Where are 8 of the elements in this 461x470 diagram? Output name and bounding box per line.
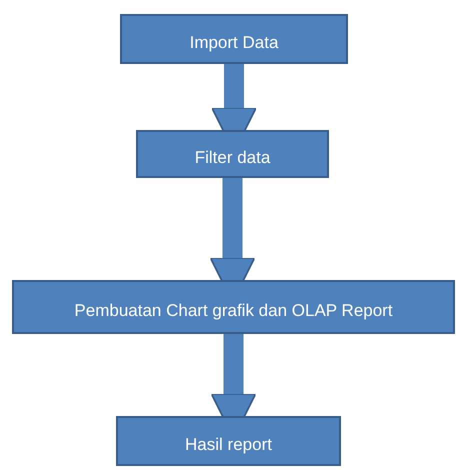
- box-label: Hasil report: [185, 434, 272, 455]
- box-label: Filter data: [194, 147, 270, 168]
- process-box: [136, 130, 329, 178]
- process-box: [120, 14, 348, 64]
- process-box: [12, 280, 455, 334]
- box-label: Pembuatan Chart grafik dan OLAP Report: [74, 300, 393, 321]
- process-box: [116, 416, 341, 466]
- box-label: Import Data: [190, 32, 278, 53]
